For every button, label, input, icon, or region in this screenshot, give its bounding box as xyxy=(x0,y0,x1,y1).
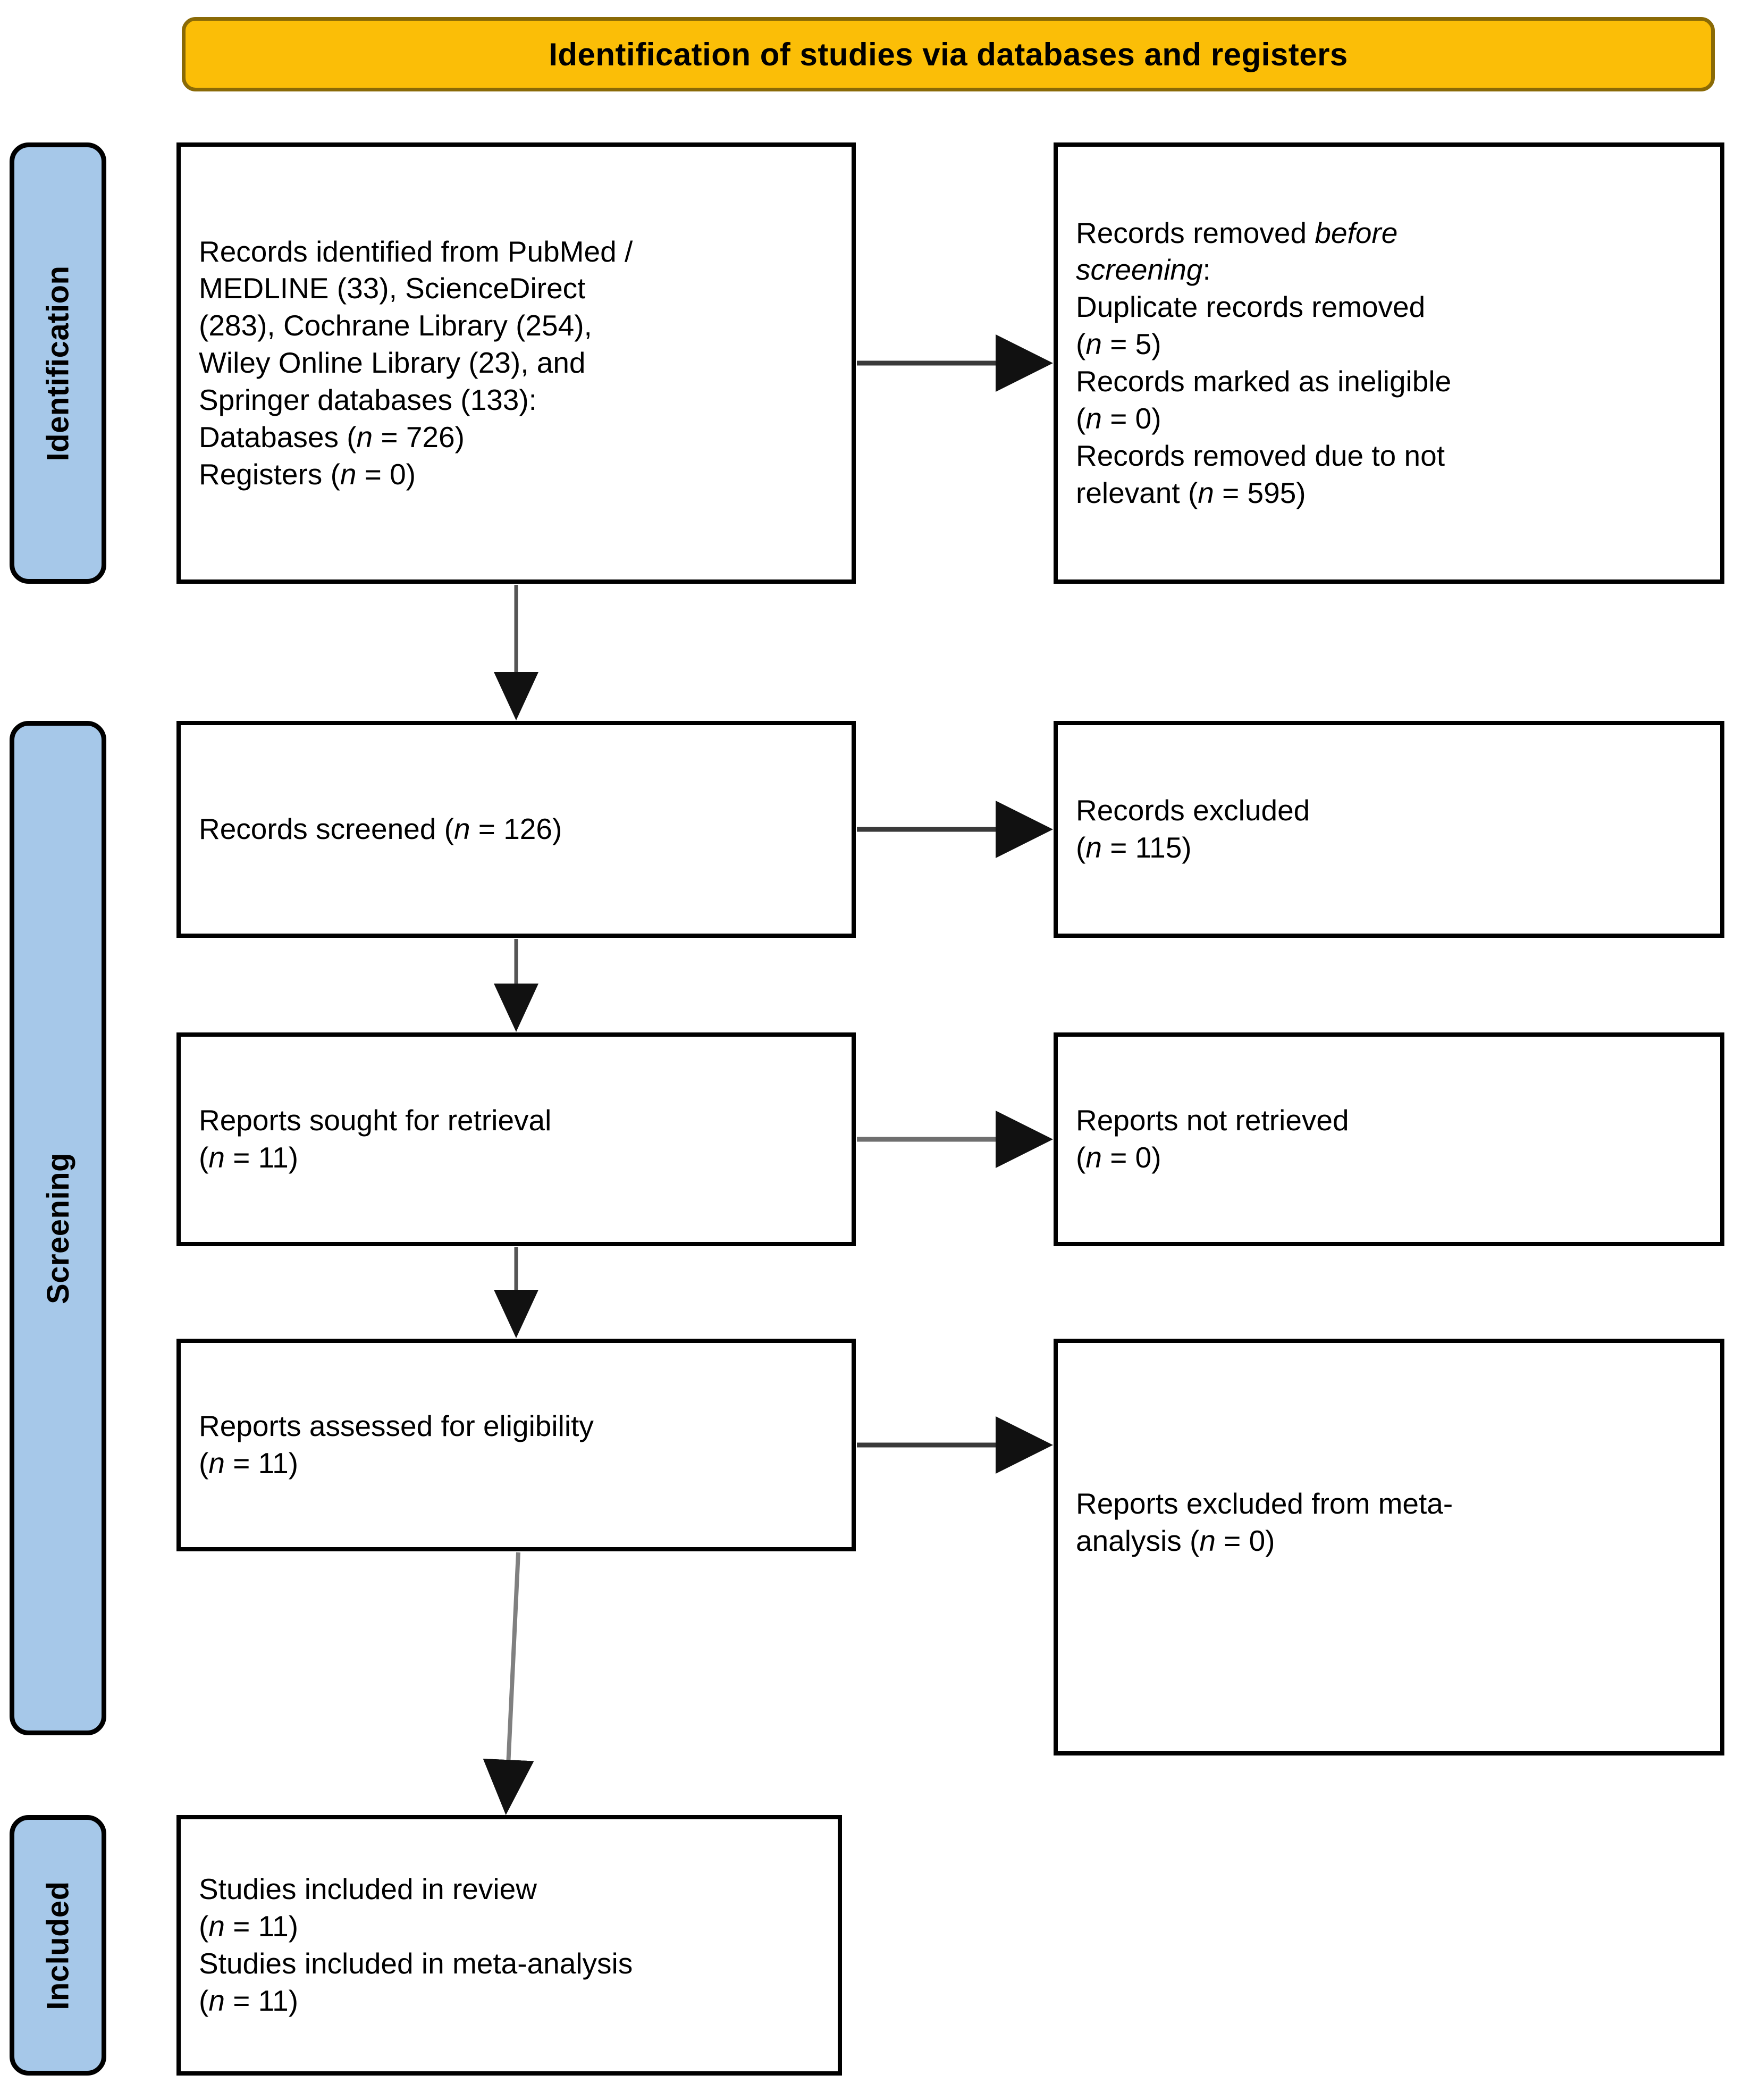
box-line: Records excluded xyxy=(1076,794,1310,827)
box-line-count: relevant (n = 595) xyxy=(1076,475,1702,512)
box-reports-assessed: Reports assessed for eligibility (n = 11… xyxy=(176,1339,856,1551)
stage-label-text: Screening xyxy=(40,1152,75,1304)
box-line: Studies included in review xyxy=(199,1872,537,1906)
box-line: Studies included in meta-analysis xyxy=(199,1947,633,1980)
arrow-assessed-to-included xyxy=(483,1552,534,1815)
box-line-count: (n = 115) xyxy=(1076,831,1192,864)
box-line: Records identified from PubMed / xyxy=(199,234,633,268)
screened-count: = 126) xyxy=(470,812,562,846)
box-line: Reports assessed for eligibility xyxy=(199,1409,594,1443)
sought-count: = 11) xyxy=(224,1141,299,1174)
n-symbol: n xyxy=(208,1141,225,1174)
box-records-removed: Records removed before screening: Duplic… xyxy=(1054,142,1724,584)
page-title: Identification of studies via databases … xyxy=(549,36,1348,72)
box-line: Wiley Online Library (23), and xyxy=(199,346,586,380)
box-line-count: (n = 11) xyxy=(199,1984,299,2017)
n-symbol: n xyxy=(208,1447,225,1480)
assessed-count: = 11) xyxy=(224,1447,299,1480)
n-symbol: n xyxy=(1085,327,1102,361)
n-symbol: n xyxy=(1198,476,1214,509)
box-line-count: (n = 11) xyxy=(199,1910,299,1943)
stage-label-identification: Identification xyxy=(10,142,106,584)
box-line-count: (n = 0) xyxy=(1076,1141,1161,1174)
box-line: Records removed due to not xyxy=(1076,439,1445,472)
stage-label-text: Identification xyxy=(40,265,75,461)
box-records-screened: Records screened (n = 126) xyxy=(176,721,856,938)
box-line-count: (n = 0) xyxy=(1076,401,1161,435)
box-studies-included: Studies included in review (n = 11) Stud… xyxy=(176,1815,842,2076)
n-symbol: n xyxy=(208,1984,225,2017)
not-relevant-label: relevant ( xyxy=(1076,476,1198,509)
stage-label-included: Included xyxy=(10,1815,106,2076)
box-line-databases: Databases (n = 726) xyxy=(199,419,833,456)
n-symbol: n xyxy=(1199,1524,1216,1557)
box-line: Reports excluded from meta- xyxy=(1076,1487,1453,1520)
box-line-count: (n = 5) xyxy=(1076,327,1161,361)
n-symbol: n xyxy=(453,812,470,846)
box-line-count: analysis (n = 0) xyxy=(1076,1523,1702,1560)
box-reports-sought: Reports sought for retrieval (n = 11) xyxy=(176,1032,856,1246)
not-relevant-count: = 595) xyxy=(1214,476,1306,509)
box-records-excluded: Records excluded (n = 115) xyxy=(1054,721,1724,938)
removed-emphasis: before xyxy=(1315,216,1398,249)
box-line: Reports sought for retrieval xyxy=(199,1104,552,1137)
stage-label-screening: Screening xyxy=(10,721,106,1735)
databases-count: = 726) xyxy=(373,420,465,453)
included-review-count: = 11) xyxy=(224,1910,299,1943)
excluded-count: = 115) xyxy=(1101,831,1192,864)
n-symbol: n xyxy=(208,1910,225,1943)
box-records-identified: Records identified from PubMed / MEDLINE… xyxy=(176,142,856,584)
box-line: Reports not retrieved xyxy=(1076,1104,1349,1137)
registers-count: = 0) xyxy=(356,457,416,491)
screened-label: Records screened ( xyxy=(199,812,454,846)
diagram-header-banner: Identification of studies via databases … xyxy=(182,17,1715,91)
registers-label: Registers ( xyxy=(199,457,340,491)
box-reports-excluded-meta: Reports excluded from meta- analysis (n … xyxy=(1054,1339,1724,1755)
stage-label-text: Included xyxy=(40,1880,75,2010)
included-meta-count: = 11) xyxy=(224,1984,299,2017)
box-line-screened: Records screened (n = 126) xyxy=(199,811,833,848)
n-symbol: n xyxy=(1085,401,1102,435)
not-retrieved-count: = 0) xyxy=(1101,1141,1161,1174)
colon: : xyxy=(1202,253,1211,287)
box-line: Springer databases (133): xyxy=(199,383,537,416)
box-line-count: (n = 11) xyxy=(199,1141,299,1174)
box-line-registers: Registers (n = 0) xyxy=(199,456,833,493)
box-line: Records marked as ineligible xyxy=(1076,365,1452,398)
box-line: Records removed before xyxy=(1076,215,1702,252)
box-line: screening: xyxy=(1076,251,1702,289)
box-line-count: (n = 11) xyxy=(199,1447,299,1480)
box-line: MEDLINE (33), ScienceDirect xyxy=(199,272,586,305)
ineligible-count: = 0) xyxy=(1101,401,1161,435)
n-symbol: n xyxy=(1085,1141,1102,1174)
screening-emphasis: screening xyxy=(1076,253,1203,287)
analysis-label: analysis ( xyxy=(1076,1524,1200,1557)
box-reports-not-retrieved: Reports not retrieved (n = 0) xyxy=(1054,1032,1724,1246)
box-line: (283), Cochrane Library (254), xyxy=(199,309,592,342)
box-line: Duplicate records removed xyxy=(1076,290,1426,324)
removed-label: Records removed xyxy=(1076,216,1315,249)
duplicates-count: = 5) xyxy=(1101,327,1161,361)
n-symbol: n xyxy=(356,420,373,453)
excluded-meta-count: = 0) xyxy=(1215,1524,1275,1557)
databases-label: Databases ( xyxy=(199,420,357,453)
n-symbol: n xyxy=(340,457,357,491)
n-symbol: n xyxy=(1085,831,1102,864)
